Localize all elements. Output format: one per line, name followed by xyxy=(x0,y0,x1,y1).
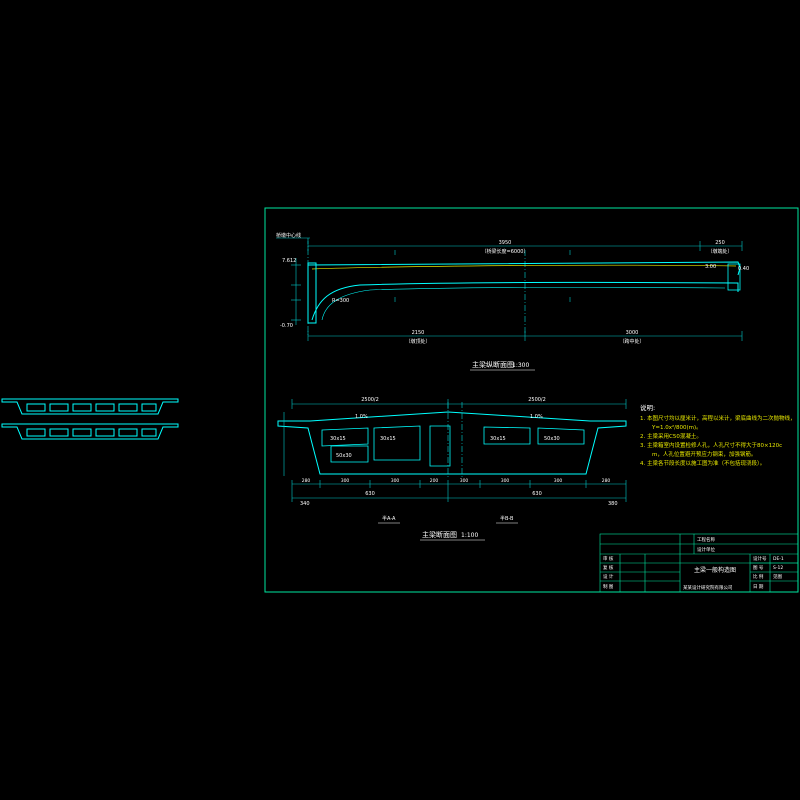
title-footer: 某某设计研究院有限公司 xyxy=(683,584,733,591)
elevation-scale: 1:300 xyxy=(512,362,529,369)
level-1-label: 7.612 xyxy=(282,258,296,264)
section-scale: 1:100 xyxy=(461,532,478,539)
note-line: 1. 本图尺寸均以厘米计，高程以米计，梁底曲线为二次抛物线， xyxy=(640,414,796,422)
row-left-2: 复 核 xyxy=(603,564,614,571)
bottom-dim-label: 300 xyxy=(460,478,469,484)
bottom-dim-label: 280 xyxy=(602,478,611,484)
elevation-view: 桥墩中心线 3950 （桥梁长度=6000） 250 （墩端处） 2150 （墩… xyxy=(276,232,749,371)
title-block-text: 工程名称 设计单位 主梁一般构造图 审 核 复 核 设 计 制 图 设计号 图 … xyxy=(603,536,784,591)
thumbnail-sections xyxy=(1,398,179,440)
bottom-right-note: （跨中处） xyxy=(619,338,644,345)
cut-left-label: 半A-A xyxy=(382,515,396,522)
cell-2-label: 30x15 xyxy=(380,436,396,442)
bottom-right-dim: 3000 xyxy=(626,330,639,336)
bottom-dim-label: 300 xyxy=(391,478,400,484)
slope-left-label: 1.0% xyxy=(355,414,368,420)
cell-4-label: 30x15 xyxy=(490,436,506,442)
bottom-dim-label: 280 xyxy=(302,478,311,484)
slope-right-label: 1.0% xyxy=(530,414,543,420)
cell-5-label: 50x30 xyxy=(544,436,560,442)
elevation-title: 主梁纵断面图 xyxy=(472,360,514,369)
section-top-left-dim: 2500/2 xyxy=(361,397,379,403)
right-bottom-dim: 630 xyxy=(532,491,542,497)
cell-1-label: 30x15 xyxy=(330,436,346,442)
note-line: Y=1.0x²/800(m)。 xyxy=(651,424,702,431)
note-line: m，人孔位置避开预应力钢束，加强钢筋。 xyxy=(652,450,756,458)
row-left-1: 审 核 xyxy=(603,555,614,562)
bottom-left-dim: 2150 xyxy=(412,330,425,336)
right-edge-dim: 380 xyxy=(608,501,618,507)
title-project: 设计单位 xyxy=(697,546,715,553)
bottom-dim-label: 300 xyxy=(341,478,350,484)
bridge-axis-label: 桥墩中心线 xyxy=(276,232,301,239)
row-right-label-4: 日 期 xyxy=(753,584,764,590)
right-note-label: （墩端处） xyxy=(707,248,732,255)
row-left-3: 设 计 xyxy=(603,573,614,580)
mid-right-label: 3.00 xyxy=(705,264,716,270)
note-line: 4. 主梁各节段长度以施工图为准（不包括现浇段）。 xyxy=(640,459,765,467)
drawing-frame xyxy=(264,207,799,593)
row-right-label-3: 比 例 xyxy=(753,573,764,580)
bottom-dim-label: 300 xyxy=(554,478,563,484)
row-right-label-2: 图 号 xyxy=(753,565,764,571)
bottom-dim-label: 300 xyxy=(501,478,510,484)
end-value-label: 0.40 xyxy=(738,266,749,272)
section-top-right-dim: 2500/2 xyxy=(528,397,546,403)
section-title: 主梁断面图 xyxy=(422,530,457,539)
cell-3-label: 50x30 xyxy=(336,453,352,459)
title-block xyxy=(599,533,799,593)
notes-list: 1. 本图尺寸均以厘米计，高程以米计，梁底曲线为二次抛物线， Y=1.0x²/80… xyxy=(640,414,796,467)
left-bottom-dim: 630 xyxy=(365,491,375,497)
section-view: 2500/2 2500/2 1.0% 1.0% 30x15 30x15 50x3… xyxy=(277,397,627,541)
row-right-label-1: 设计号 xyxy=(753,555,767,562)
notes: 说明: 1. 本图尺寸均以厘米计，高程以米计，梁底曲线为二次抛物线， Y=1.0x… xyxy=(640,403,796,467)
thumbnail-section-bottom xyxy=(1,423,179,440)
notes-heading: 说明: xyxy=(640,403,655,412)
bottom-dim-label: 200 xyxy=(430,478,439,484)
right-dim-label: 250 xyxy=(715,240,725,246)
note-line: 3. 主梁箱室内设置检修人孔，人孔尺寸不得大于80×120c xyxy=(640,441,782,449)
curve-label: R=300 xyxy=(332,298,349,304)
row-right-value-3: 见图 xyxy=(773,574,782,580)
row-right-value-2: S-12 xyxy=(773,565,783,571)
span-total-label: 3950 xyxy=(499,240,512,246)
title-company: 工程名称 xyxy=(697,536,715,543)
level-2-label: -0.70 xyxy=(280,323,293,329)
note-line: 2. 主梁采用C50混凝土。 xyxy=(640,432,702,440)
section-bottom-dims: 280 300 300 200 300 300 300 280 xyxy=(302,478,611,484)
span-note-label: （桥梁长度=6000） xyxy=(482,248,529,255)
row-right-value-1: DE-1 xyxy=(773,556,784,562)
drawing-title: 主梁一般构造图 xyxy=(694,566,736,574)
row-left-4: 制 图 xyxy=(603,583,614,590)
left-edge-dim: 340 xyxy=(300,501,310,507)
bottom-left-note: （墩顶处） xyxy=(405,338,430,345)
cut-right-label: 半B-B xyxy=(500,515,514,522)
thumbnail-section-top xyxy=(1,398,179,415)
